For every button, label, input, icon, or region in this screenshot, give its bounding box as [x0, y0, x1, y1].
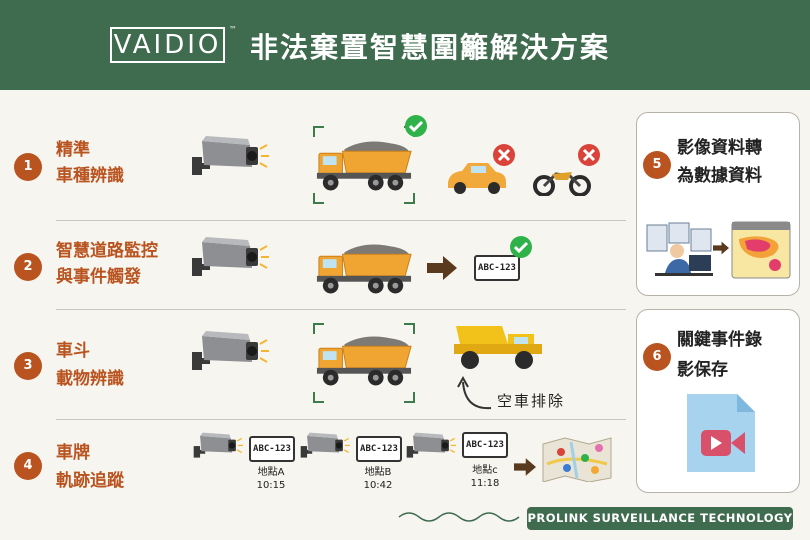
location-label: 地點c: [472, 465, 498, 476]
side-6-title-line1: 關鍵事件錄: [677, 330, 762, 350]
row-divider: [56, 309, 626, 310]
camera-icon: [192, 432, 244, 464]
footer-brand-banner: PROLINK SURVEILLANCE TECHNOLOGY: [527, 507, 793, 530]
time-label: 11:18: [470, 478, 500, 489]
step-number-4: 4: [14, 452, 42, 480]
step-4-label-line2: 軌跡追蹤: [56, 471, 124, 491]
camera-icon: [190, 135, 270, 185]
wave-decoration-icon: [398, 512, 520, 522]
location-label: 地點A: [257, 467, 285, 478]
right-arrow-icon: [427, 256, 457, 280]
location-label: 地點B: [364, 467, 392, 478]
license-plate: ABC-123: [249, 436, 295, 462]
video-file-icon: [687, 394, 755, 472]
step-number-3: 3: [14, 352, 42, 380]
vaidio-logo: VAIDIO: [110, 27, 225, 63]
heatmap-screen-icon: [731, 221, 791, 279]
camera-icon: [190, 330, 270, 380]
license-plate: ABC-123: [356, 436, 402, 462]
page-title: 非法棄置智慧圍籬解決方案: [250, 31, 611, 64]
right-arrow-icon: [713, 241, 729, 255]
time-label: 10:15: [256, 480, 286, 491]
camera-icon: [299, 432, 351, 464]
step-3-label-line1: 車斗: [56, 341, 90, 361]
motorcycle-icon: [533, 172, 591, 196]
license-plate: ABC-123: [474, 255, 520, 281]
detection-box-icon: [313, 323, 415, 403]
camera-icon: [405, 432, 457, 464]
empty-truck-exclusion-label: 空車排除: [497, 392, 566, 410]
step-2-label-line1: 智慧道路監控: [56, 241, 158, 261]
side-card-event-recording: 6 關鍵事件錄 影保存: [636, 309, 800, 493]
side-card-data-conversion: 5 影像資料轉 為數據資料: [636, 112, 800, 296]
dump-truck-icon: [315, 135, 413, 195]
step-2-label-line2: 與事件觸發: [56, 267, 141, 287]
car-icon: [448, 163, 506, 194]
check-icon: [404, 114, 428, 138]
map-icon: [542, 437, 612, 482]
header-banner: VAIDIO ™ 非法棄置智慧圍籬解決方案: [0, 0, 810, 90]
curved-arrow-icon: [457, 375, 492, 410]
analyst-workstation-icon: [646, 222, 713, 276]
step-1-label-line2: 車種辨識: [56, 166, 124, 186]
empty-truck-icon: [454, 326, 542, 369]
camera-icon: [190, 236, 270, 286]
dump-truck-icon: [315, 330, 413, 390]
step-number-1: 1: [14, 153, 42, 181]
trademark-mark: ™: [229, 25, 237, 34]
step-1-label-line1: 精準: [56, 140, 90, 160]
step-number-5: 5: [643, 151, 671, 179]
side-6-title-line2: 影保存: [677, 360, 728, 380]
step-number-6: 6: [643, 343, 671, 371]
cross-icon: [577, 143, 601, 167]
side-5-title-line2: 為數據資料: [677, 166, 762, 186]
license-plate: ABC-123: [462, 432, 508, 458]
step-3-label-line2: 載物辨識: [56, 369, 124, 389]
dump-truck-icon: [315, 238, 413, 298]
row-divider: [56, 419, 626, 420]
side-5-title-line1: 影像資料轉: [677, 138, 762, 158]
step-number-2: 2: [14, 253, 42, 281]
cross-icon: [492, 143, 516, 167]
row-divider: [56, 220, 626, 221]
step-4-label-line1: 車牌: [56, 443, 90, 463]
time-label: 10:42: [363, 480, 393, 491]
check-icon: [509, 235, 533, 259]
right-arrow-icon: [514, 458, 536, 476]
